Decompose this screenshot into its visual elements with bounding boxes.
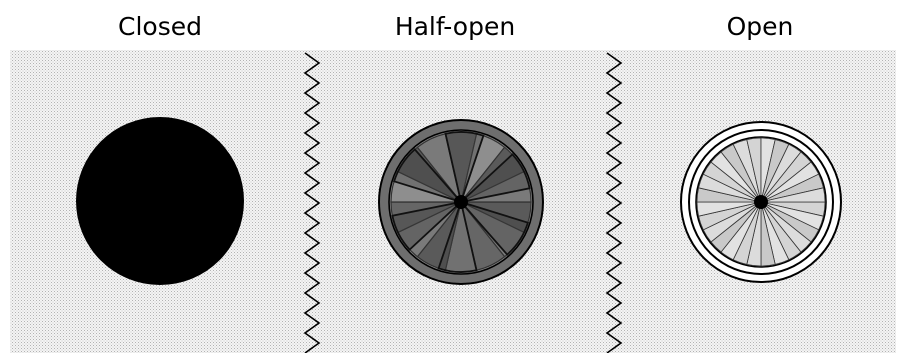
half-open-aperture [379,120,543,284]
closed-aperture [76,117,244,285]
open-aperture [681,122,841,282]
